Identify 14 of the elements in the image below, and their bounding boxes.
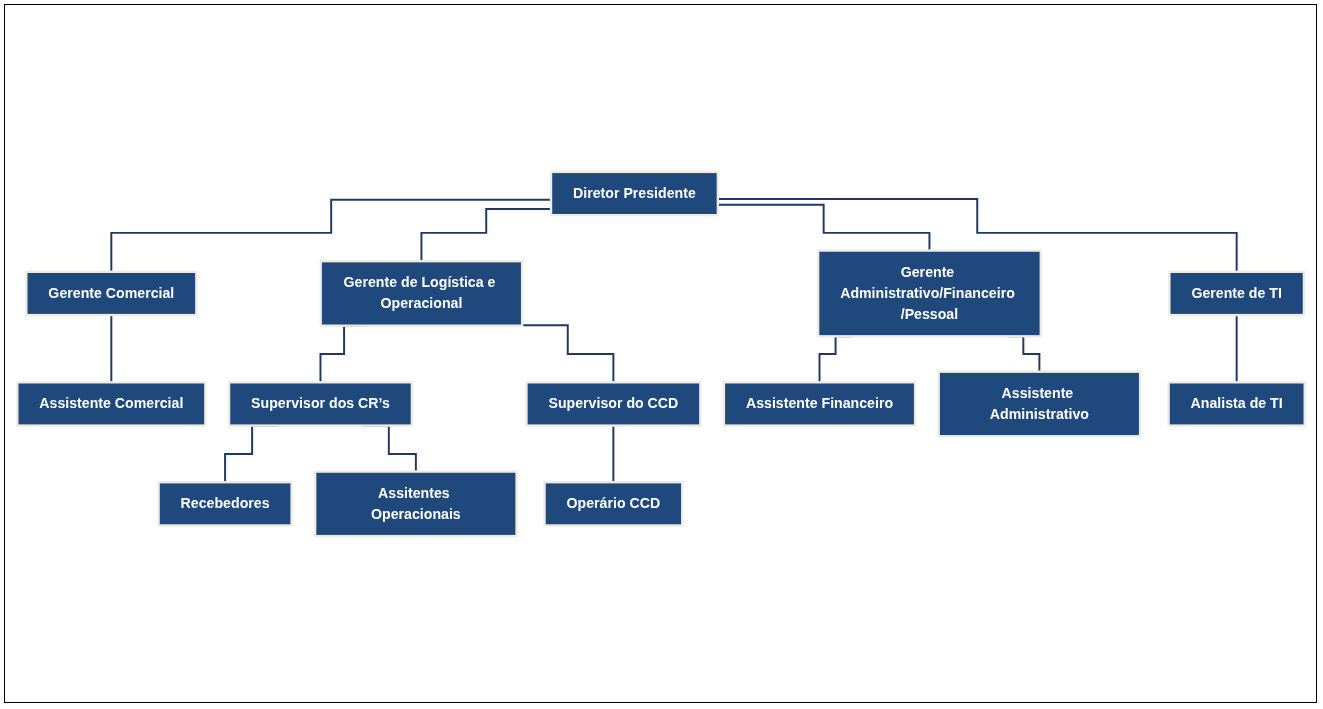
node-box: Recebedores	[156, 480, 293, 527]
node-box: Gerente de TI	[1167, 270, 1305, 316]
node-box: Gerente Comercial	[24, 270, 197, 316]
node-box: Assistente Administrativo	[937, 370, 1141, 437]
node-box: Diretor Presidente	[549, 170, 719, 216]
node-box: Assitentes Operacionais	[313, 469, 518, 537]
node-box: Assistente Comercial	[15, 380, 207, 427]
node-box: Operário CCD	[542, 480, 683, 527]
node-box: Supervisor do CCD	[524, 380, 701, 427]
node-box: Supervisor dos CR’s	[227, 380, 413, 427]
node-box: Gerente de Logística e Operacional	[319, 259, 523, 327]
node-box: Assistente Financeiro	[722, 380, 916, 427]
node-box: Gerente Administrativo/Financeiro /Pessoal	[816, 248, 1042, 337]
node-box: Analista de TI	[1166, 380, 1306, 427]
